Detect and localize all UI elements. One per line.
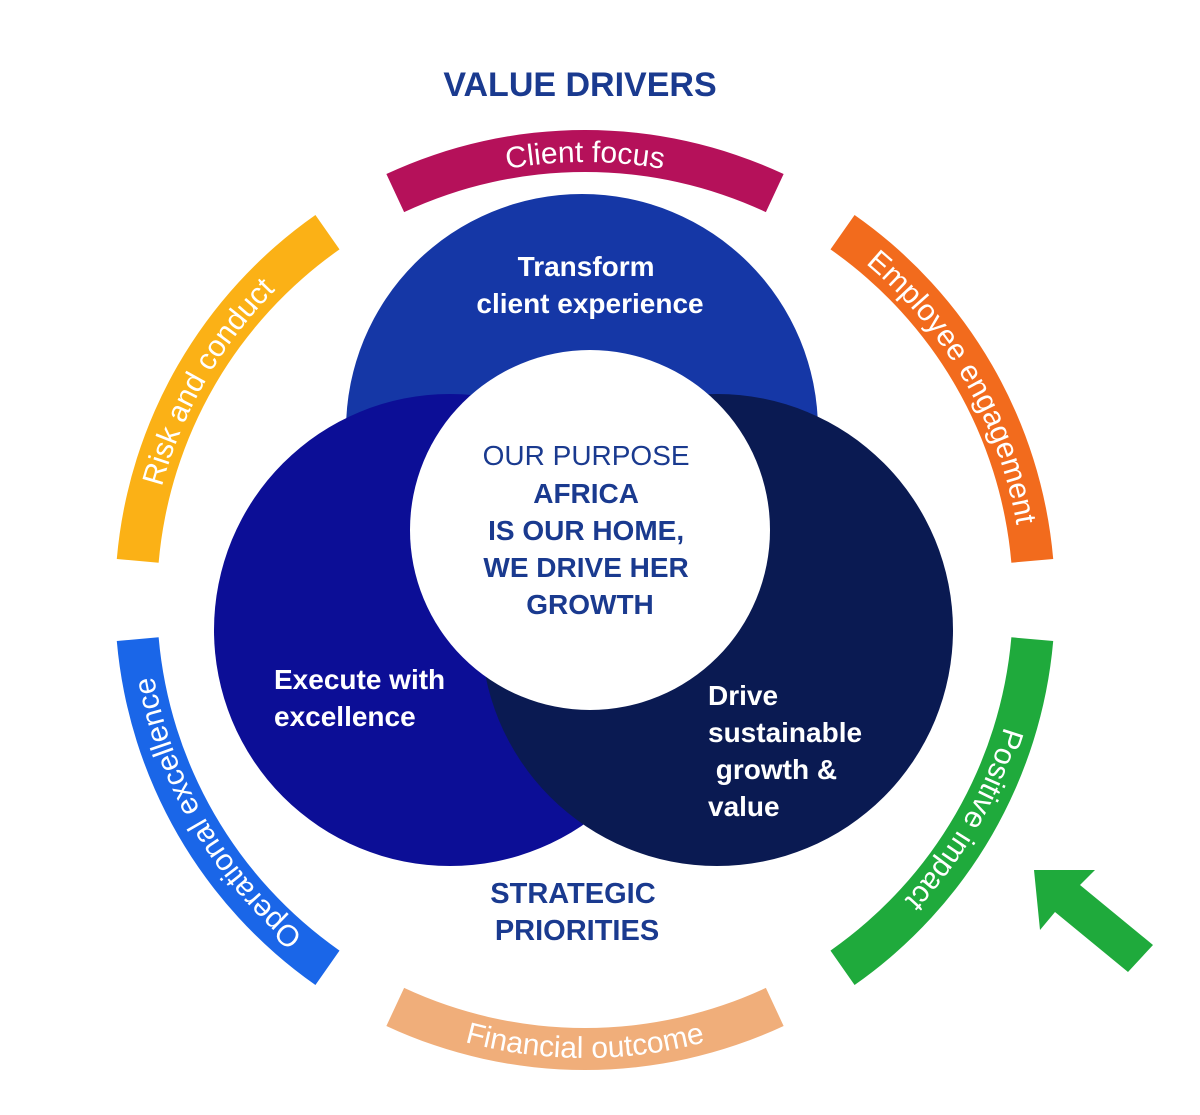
purpose-statement: OUR PURPOSE AFRICA IS OUR HOME, WE DRIVE… bbox=[483, 440, 698, 620]
value-drivers-title: VALUE DRIVERS bbox=[443, 66, 716, 104]
arc-financial-outcome bbox=[386, 987, 784, 1070]
arc-risk-and-conduct bbox=[116, 214, 340, 563]
strategic-priorities-label: STRATEGIC PRIORITIES bbox=[490, 878, 663, 947]
strategic-priorities-venn bbox=[214, 194, 953, 866]
arc-employee-engagement bbox=[830, 214, 1054, 563]
arc-operational-excellence bbox=[116, 637, 340, 986]
value-driver-label: Positive impact bbox=[899, 724, 1029, 918]
priority-label-execute: Execute with excellence bbox=[274, 664, 453, 732]
priority-label-drive: Drive sustainable growth & value bbox=[708, 680, 870, 822]
arrow-up-left-icon bbox=[1034, 870, 1153, 972]
arc-positive-impact bbox=[830, 637, 1054, 986]
priority-label-transform: Transform client experience bbox=[476, 251, 703, 319]
value-driver-label: Risk and conduct bbox=[137, 271, 281, 489]
purpose-circle bbox=[410, 350, 770, 710]
arc-client-focus bbox=[386, 129, 784, 213]
